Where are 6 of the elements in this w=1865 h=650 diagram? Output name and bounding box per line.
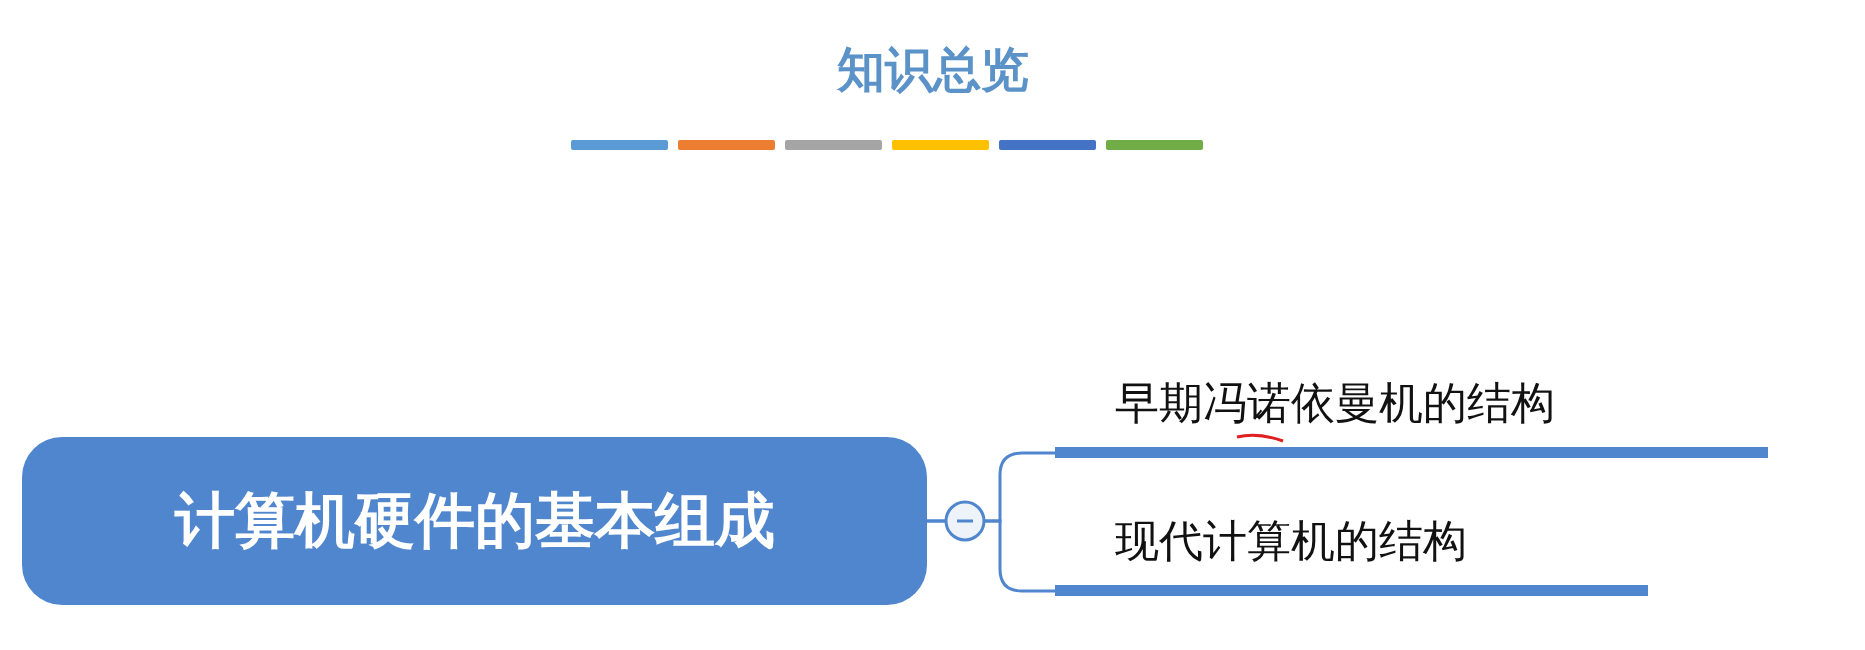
topic-box bbox=[22, 437, 927, 605]
title: 知识总览 bbox=[835, 40, 1030, 99]
connector bbox=[927, 519, 1055, 593]
topic-text: 计算机硬件的基本组成 bbox=[174, 483, 775, 557]
subtopic-text: 早期冯诺依曼机的结构 bbox=[1115, 376, 1555, 430]
subtopic-text: 现代计算机的结构 bbox=[1115, 514, 1467, 568]
